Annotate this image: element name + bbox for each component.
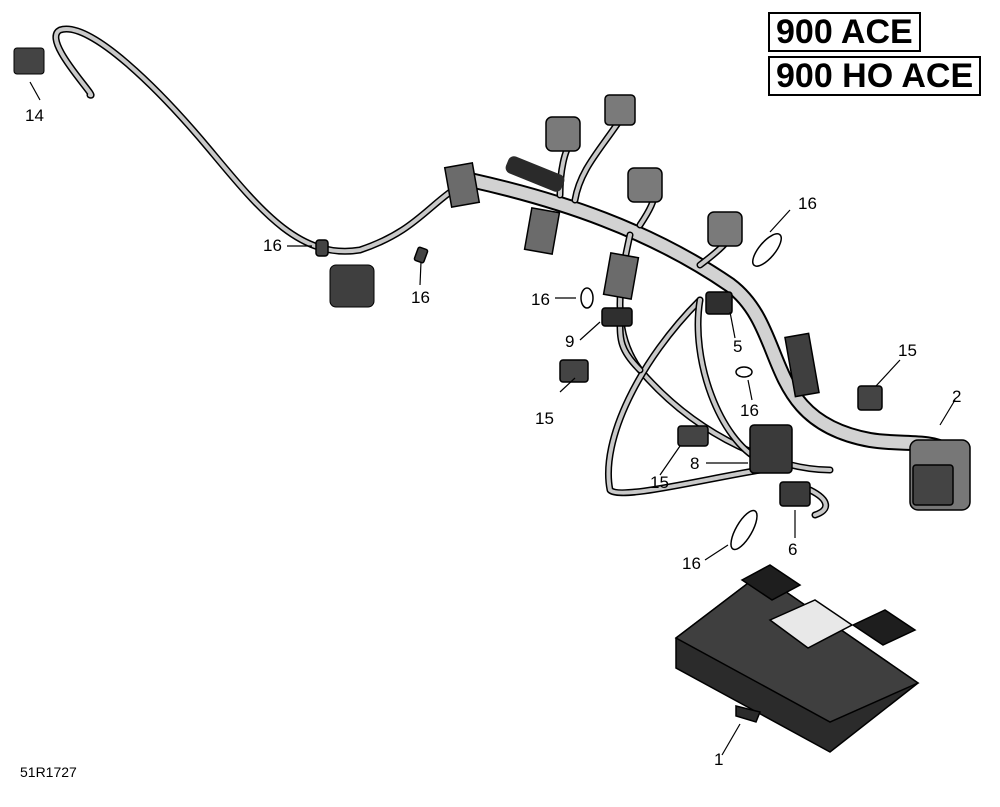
main-connector-2 (909, 439, 971, 511)
callout-16-d: 16 (798, 194, 817, 213)
callout-9: 9 (565, 332, 574, 351)
sensor-14-connector (13, 47, 45, 75)
callout-16-f: 16 (682, 554, 701, 573)
callout-2: 2 (952, 387, 961, 406)
callout-15-c: 15 (650, 473, 669, 492)
model-label-900-ace: 900 ACE (768, 12, 921, 52)
callout-16-a: 16 (263, 236, 282, 255)
ignition-coils (545, 94, 743, 247)
left-connector (329, 264, 375, 308)
callout-8: 8 (690, 454, 699, 473)
callout-16-b: 16 (411, 288, 430, 307)
reference-code: 51R1727 (20, 764, 77, 780)
callout-15-a: 15 (535, 409, 554, 428)
callout-15-b: 15 (898, 341, 917, 360)
callout-14: 14 (25, 106, 44, 125)
small-parts (315, 233, 883, 551)
callout-16-e: 16 (740, 401, 759, 420)
model-label-900-ho-ace: 900 HO ACE (768, 56, 982, 96)
callout-16-c: 16 (531, 290, 550, 309)
leader-lines (29, 81, 956, 756)
callout-6: 6 (788, 540, 797, 559)
harness-sleeve (505, 156, 565, 192)
harness-connectors (443, 162, 820, 398)
ecm-module-1 (674, 564, 920, 753)
wiring-harness (52, 25, 953, 519)
callout-5: 5 (733, 337, 742, 356)
callout-numbers: 14 16 16 16 9 5 16 15 15 16 2 8 15 6 16 … (25, 106, 961, 769)
callout-1: 1 (714, 750, 723, 769)
